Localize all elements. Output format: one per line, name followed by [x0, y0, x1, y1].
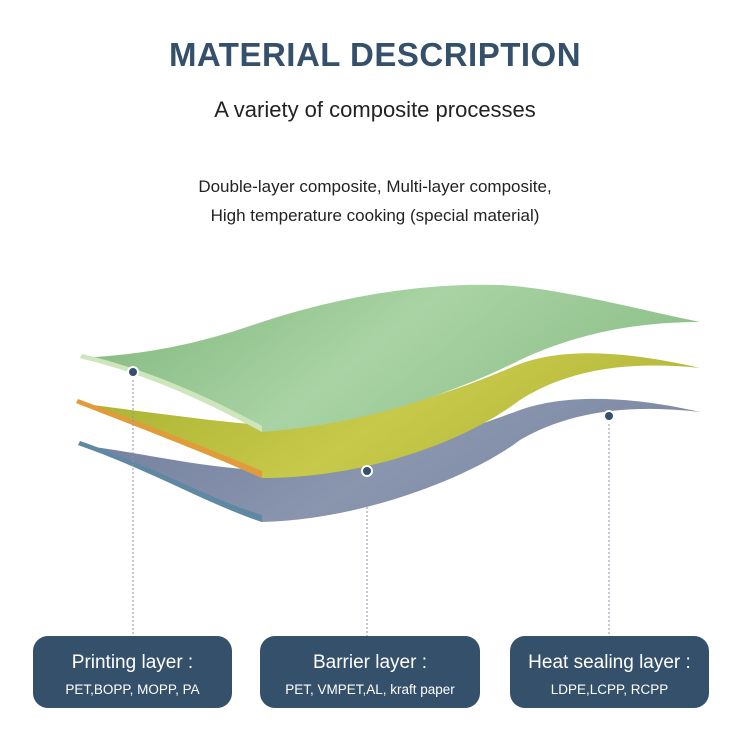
description-text: Double-layer composite, Multi-layer comp…: [0, 172, 750, 230]
page-subtitle: A variety of composite processes: [214, 97, 536, 122]
printing-layer-marker-dot: [127, 366, 139, 378]
description-line-1: Double-layer composite, Multi-layer comp…: [198, 177, 552, 196]
printing-layer-card: Printing layer : PET,BOPP, MOPP, PA: [33, 636, 232, 708]
description-line-2: High temperature cooking (special materi…: [210, 206, 540, 225]
printing-layer-title: Printing layer :: [71, 652, 194, 673]
barrier-layer-card: Barrier layer : PET, VMPET,AL, kraft pap…: [260, 636, 480, 708]
heat-sealing-layer-card: Heat sealing layer : LDPE,LCPP, RCPP: [510, 636, 709, 708]
page-title: MATERIAL DESCRIPTION: [168, 36, 582, 73]
barrier-layer-materials: PET, VMPET,AL, kraft paper: [285, 682, 455, 697]
barrier-layer-title: Barrier layer :: [312, 652, 428, 673]
barrier-layer-marker-dot: [361, 465, 373, 477]
heat-sealing-layer-title: Heat sealing layer :: [528, 652, 691, 673]
printing-layer-materials: PET,BOPP, MOPP, PA: [65, 682, 200, 697]
heat-sealing-layer-materials: LDPE,LCPP, RCPP: [550, 682, 669, 697]
heat-sealing-layer-marker-dot: [603, 410, 615, 422]
barrier-layer-sheet: [76, 353, 700, 478]
printing-layer-sheet: [80, 284, 700, 432]
